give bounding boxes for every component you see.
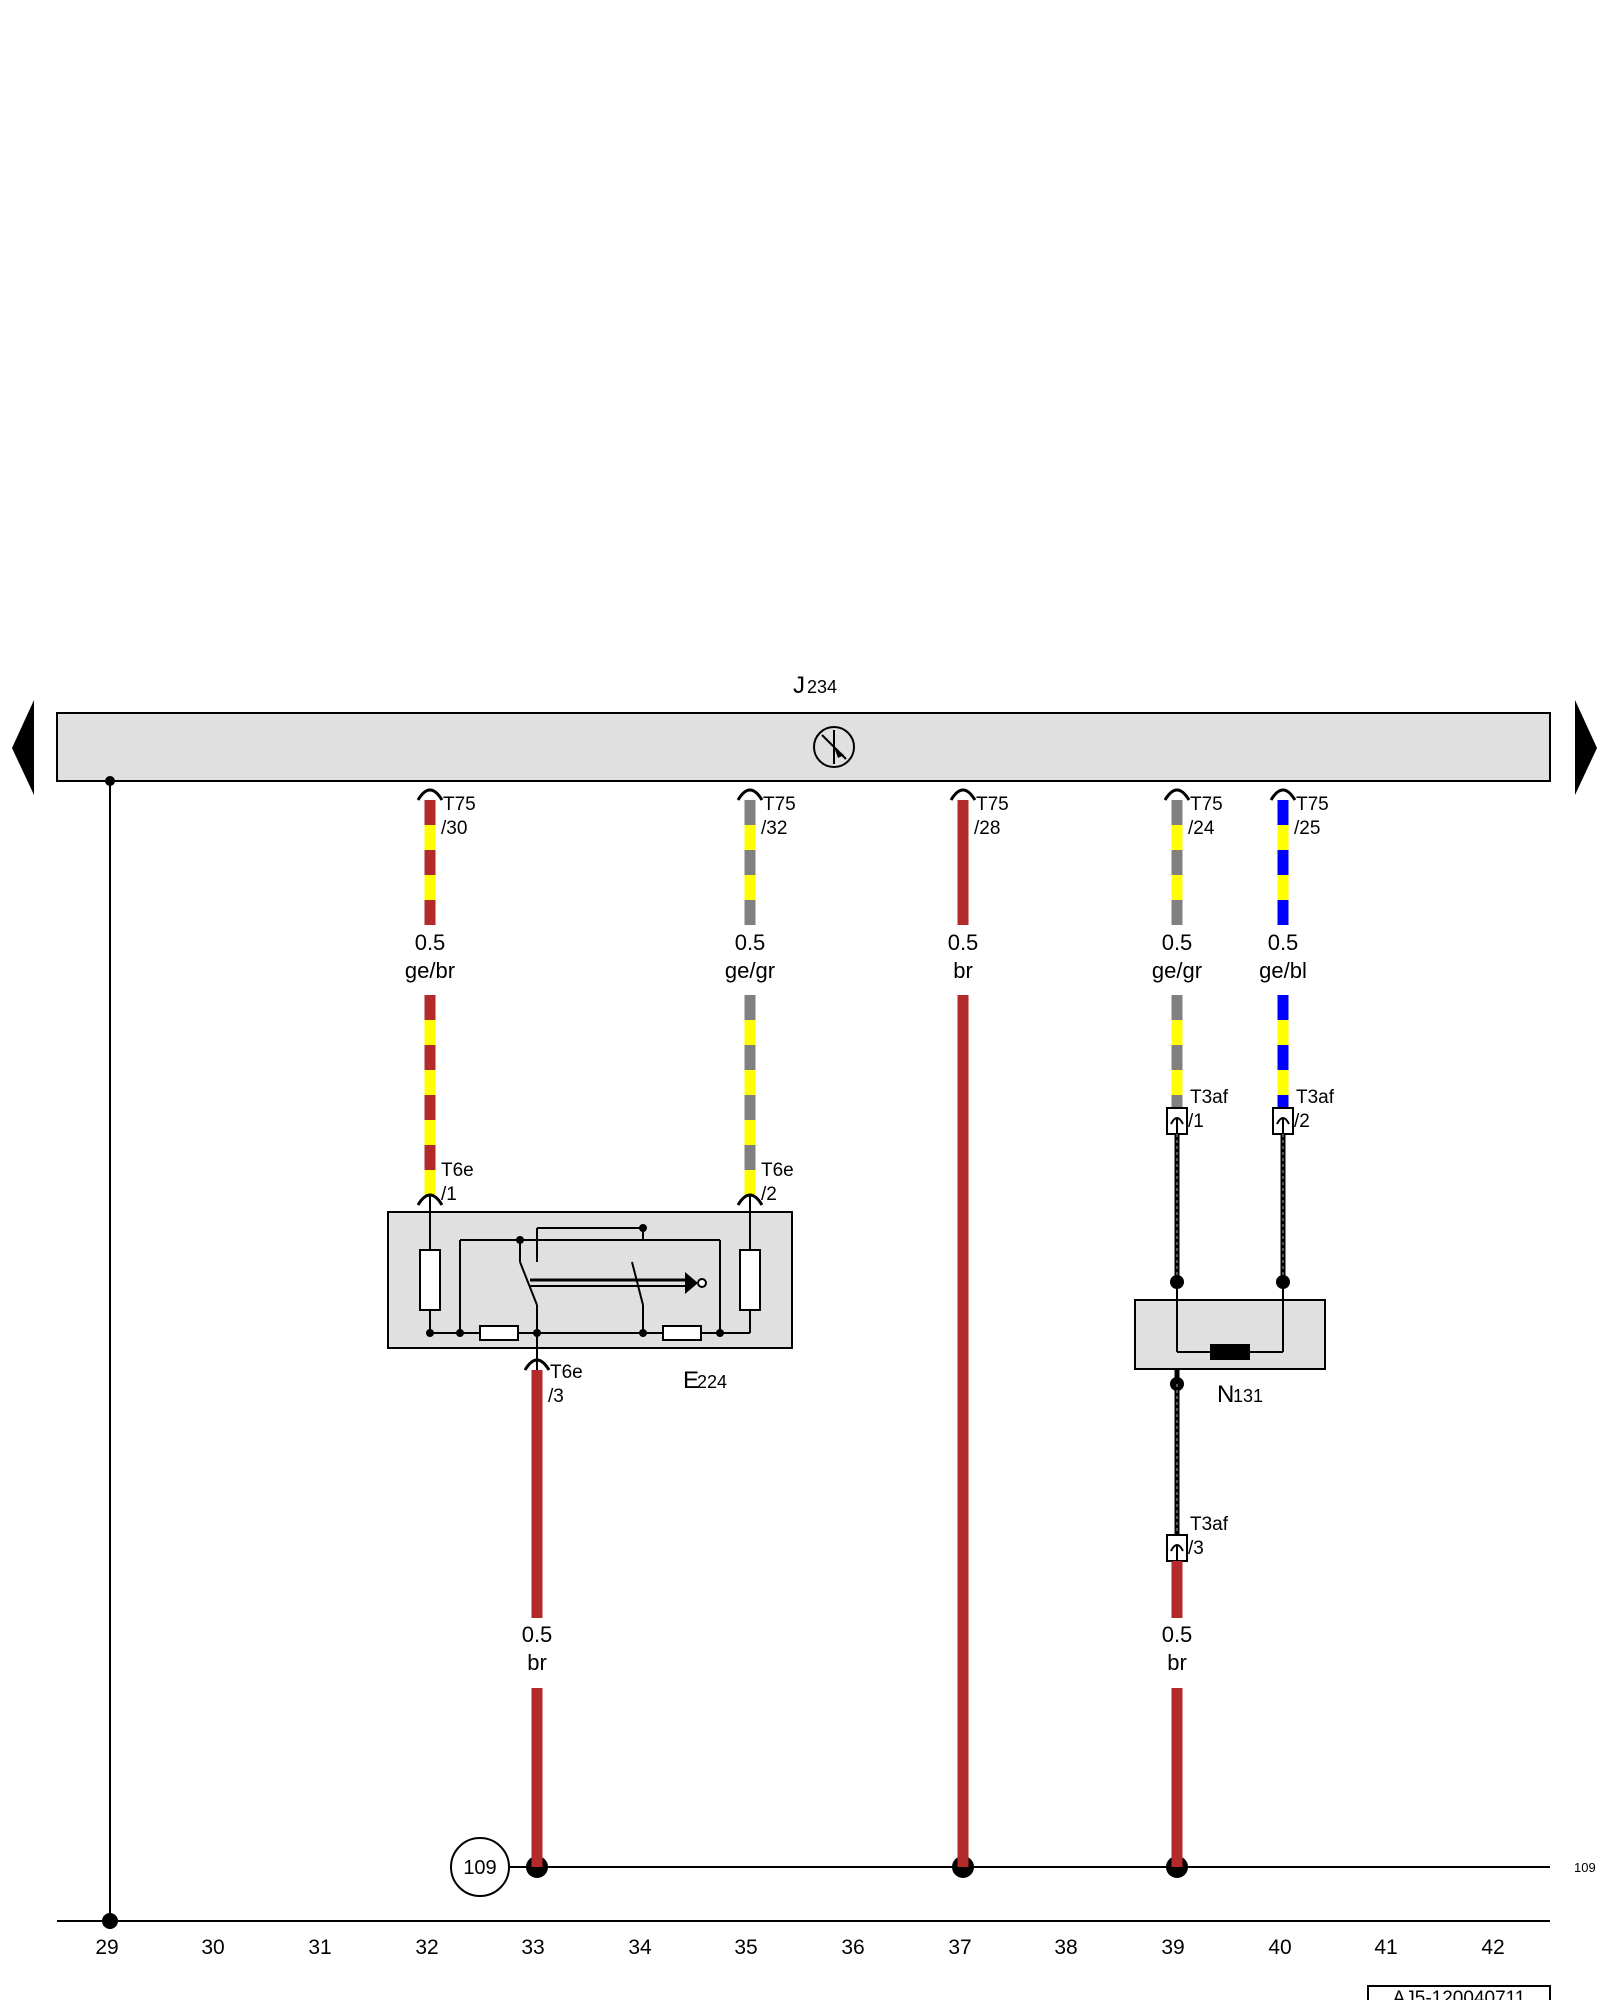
pin-label: /28 (974, 818, 1000, 839)
pin-label: /1 (1188, 1111, 1204, 1132)
n131-number: 131 (1233, 1386, 1263, 1406)
connector-label: T6e (761, 1160, 794, 1181)
track-number: 32 (415, 1936, 438, 1959)
wire-color-code: br (953, 958, 973, 983)
pin-label: /30 (441, 818, 467, 839)
control-unit-code: J (793, 672, 805, 699)
wire-ge-bl-track-40: T75 /25 0.5 ge/bl T3af /2 (1259, 788, 1335, 1289)
wire-size: 0.5 (948, 930, 979, 955)
track-number: 38 (1054, 1936, 1077, 1959)
connector-label: T75 (443, 794, 476, 815)
e224-resistor-right (739, 1249, 761, 1311)
connector-t3af-pin2 (1272, 1107, 1294, 1135)
bottom-rail-junction (102, 1913, 118, 1929)
e224-code: E (683, 1367, 699, 1394)
wire-br-track-33: T6e /3 0.5 br (522, 1348, 583, 1867)
ground-point-label: 109 (463, 1857, 496, 1879)
track-number: 36 (841, 1936, 864, 1959)
track-number: 41 (1374, 1936, 1397, 1959)
track-number: 34 (628, 1936, 652, 1959)
connector-label: T75 (763, 794, 796, 815)
wire-size: 0.5 (735, 930, 766, 955)
ground-edge-reference: 109 (1574, 1860, 1596, 1875)
wire-size: 0.5 (1162, 930, 1193, 955)
wire-color-code: br (527, 1650, 547, 1675)
pin-label: /3 (548, 1386, 564, 1407)
connector-label: T6e (441, 1160, 474, 1181)
track-numbers: 29 30 31 32 33 34 35 36 37 38 39 40 41 4… (95, 1936, 1504, 1959)
wire-color-code: ge/bl (1259, 958, 1307, 983)
connector-label: T3af (1296, 1087, 1335, 1108)
e224-number: 224 (697, 1372, 727, 1392)
airbag-control-unit-icon (813, 726, 855, 768)
track-number: 30 (201, 1936, 224, 1959)
wire-color-code: ge/gr (1152, 958, 1202, 983)
pin-label: /24 (1188, 818, 1215, 839)
connector-label: T75 (1296, 794, 1329, 815)
track-number: 31 (308, 1936, 331, 1959)
document-id-box: AJ5-120040711 (1367, 1985, 1551, 2000)
track-number: 42 (1481, 1936, 1504, 1959)
pin-label: /2 (761, 1184, 777, 1205)
wire-br-track-37: T75 /28 0.5 br (948, 788, 1009, 1867)
e224-resistor-left (419, 1249, 441, 1311)
wire-ge-gr-track-35: T75 /32 0.5 ge/gr T6e /2 (725, 788, 796, 1212)
component-e224: E 224 (387, 1211, 793, 1394)
component-n131: N 131 (1134, 1282, 1326, 1408)
wire-color-code: ge/gr (725, 958, 775, 983)
connector-label: T75 (1190, 794, 1223, 815)
wire-size: 0.5 (1268, 930, 1299, 955)
track-number: 40 (1268, 1936, 1291, 1959)
document-id: AJ5-120040711 (1393, 1988, 1526, 2000)
wire-size: 0.5 (415, 930, 446, 955)
wire-color-code: br (1167, 1650, 1187, 1675)
ground-junction-top (105, 776, 115, 786)
connector-label: T3af (1190, 1514, 1229, 1535)
pin-label: /25 (1294, 818, 1320, 839)
pin-label: /2 (1294, 1111, 1310, 1132)
e224-resistor-bottom-left (479, 1325, 519, 1341)
pin-label: /3 (1188, 1538, 1204, 1559)
control-unit-j234: J 234 (12, 672, 1597, 795)
wire-br-track-39-lower: T3af /3 0.5 br (1162, 1369, 1229, 1867)
wire-size: 0.5 (1162, 1622, 1193, 1647)
track-number: 29 (95, 1936, 118, 1959)
connector-t3af-pin3 (1166, 1534, 1188, 1562)
continuation-left-arrow (12, 700, 34, 795)
wire-size: 0.5 (522, 1622, 553, 1647)
track-number: 39 (1161, 1936, 1184, 1959)
connector-t3af-pin1 (1166, 1107, 1188, 1135)
e224-resistor-bottom-right (662, 1325, 702, 1341)
pin-label: /32 (761, 818, 787, 839)
control-unit-body (56, 712, 1551, 782)
wire-color-code: ge/br (405, 958, 455, 983)
connector-label: T3af (1190, 1087, 1229, 1108)
wire-ge-br-track-32: T75 /30 0.5 ge/br T6e /1 (405, 788, 476, 1212)
track-number: 35 (734, 1936, 757, 1959)
control-unit-number: 234 (807, 677, 837, 697)
connector-label: T6e (550, 1362, 583, 1383)
connector-label: T75 (976, 794, 1009, 815)
ground-point-109 (450, 1837, 510, 1897)
track-number: 33 (521, 1936, 544, 1959)
track-number: 37 (948, 1936, 971, 1959)
n131-coil (1210, 1344, 1250, 1360)
pin-label: /1 (441, 1184, 457, 1205)
continuation-right-arrow (1575, 700, 1597, 795)
wire-ge-gr-track-39: T75 /24 0.5 ge/gr T3af /1 (1152, 788, 1229, 1289)
n131-code: N (1217, 1381, 1234, 1408)
